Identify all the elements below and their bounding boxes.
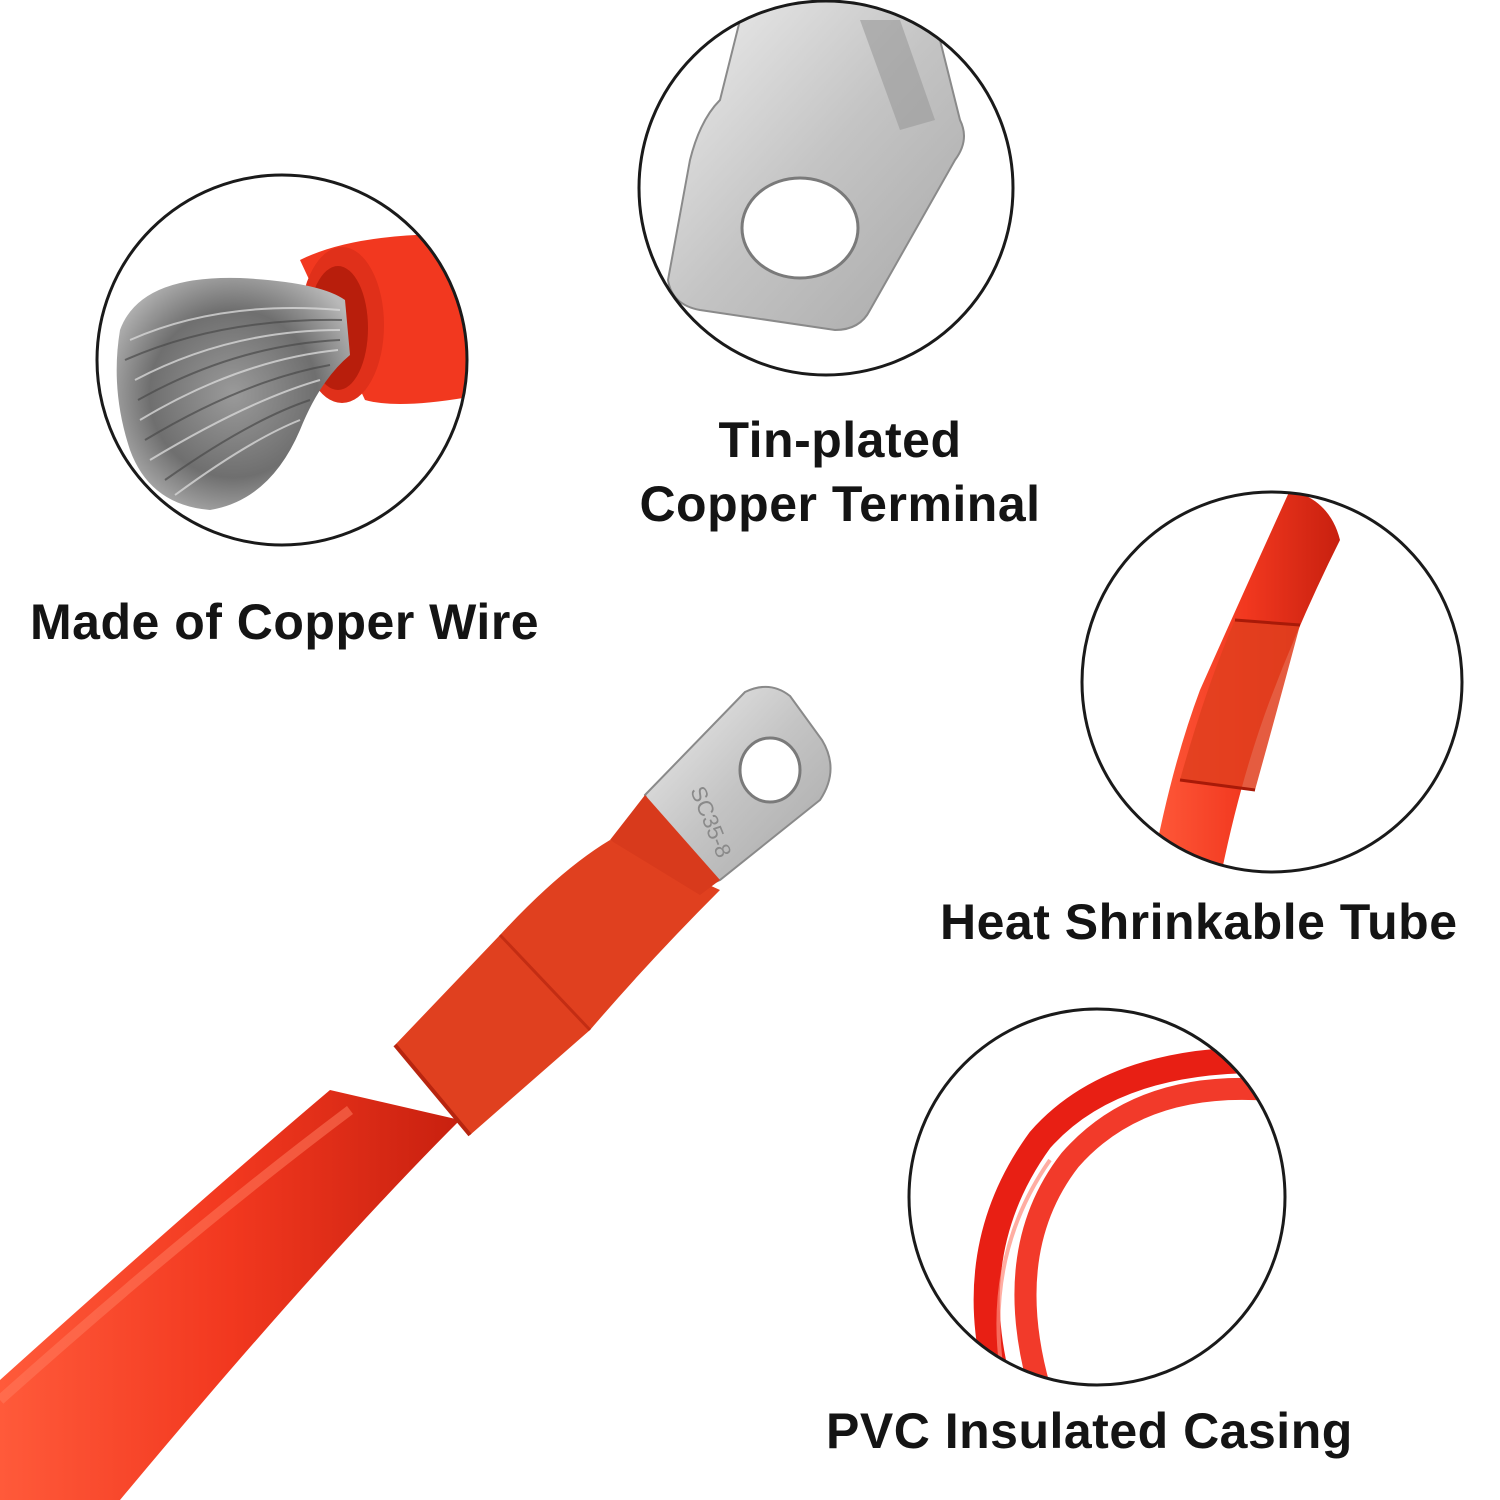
copper-wire-callout bbox=[95, 173, 469, 547]
callout-circle bbox=[637, 0, 1015, 377]
terminal-caption-line1: Tin-plated bbox=[718, 412, 962, 468]
terminal-callout bbox=[637, 0, 1015, 377]
callout-circle bbox=[95, 173, 469, 547]
copper-wire-caption: Made of Copper Wire bbox=[30, 594, 540, 650]
pvc-cable-closeup bbox=[909, 1009, 1285, 1385]
heat-shrink-caption: Heat Shrinkable Tube bbox=[940, 894, 1458, 950]
callout-circle bbox=[907, 1007, 1287, 1387]
battery-cable-with-lug: SC35-8 bbox=[0, 685, 832, 1500]
callout-circle bbox=[1080, 490, 1464, 874]
pvc-caption: PVC Insulated Casing bbox=[826, 1403, 1353, 1459]
ring-terminal-closeup bbox=[639, 1, 1013, 375]
heat-shrink-callout bbox=[1080, 490, 1464, 874]
pvc-callout bbox=[907, 1007, 1287, 1387]
stranded-wire-closeup bbox=[97, 175, 467, 545]
terminal-caption-line2: Copper Terminal bbox=[639, 476, 1041, 532]
terminal-caption: Tin-plated Copper Terminal bbox=[620, 408, 1060, 536]
heat-shrink-closeup bbox=[1082, 492, 1462, 872]
